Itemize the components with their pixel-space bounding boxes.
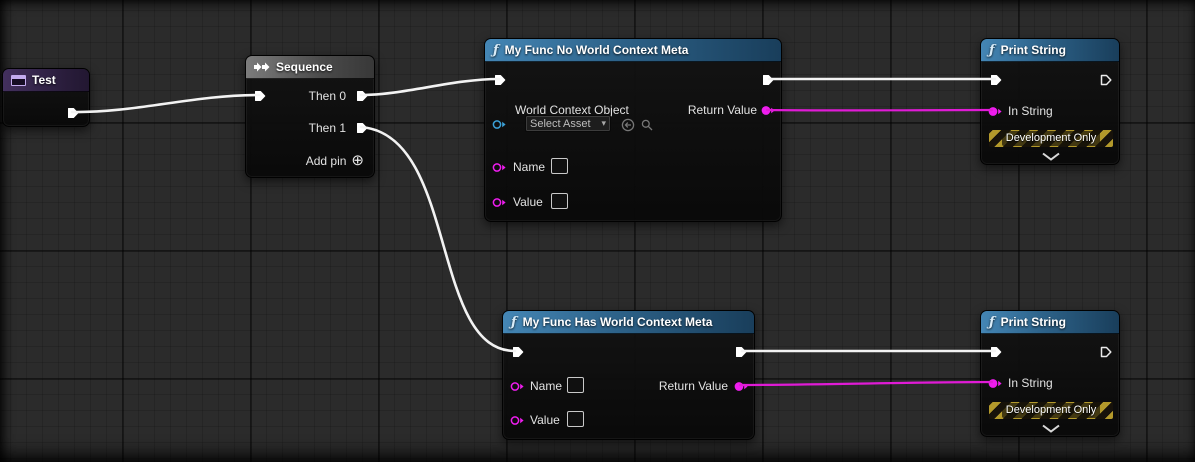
wire-exec-test-to-sequence — [70, 93, 261, 114]
node-sequence-title: Sequence — [276, 60, 333, 74]
node-sequence-header[interactable]: Sequence — [246, 56, 374, 79]
printtop-in-string-pin[interactable] — [988, 106, 1003, 117]
funchas-exec-in-pin[interactable] — [512, 346, 524, 358]
funchas-return-value-pin[interactable] — [734, 381, 749, 392]
node-test-title: Test — [32, 73, 56, 87]
add-pin-label: Add pin — [305, 153, 347, 168]
function-icon: ƒ — [493, 42, 499, 58]
funcno-value-input[interactable] — [551, 193, 568, 209]
node-test[interactable]: Test — [2, 68, 90, 127]
funchas-name-pin[interactable] — [510, 381, 525, 392]
node-func-has-world-context-title: My Func Has World Context Meta — [522, 315, 713, 329]
funcno-value-pin[interactable] — [492, 197, 507, 208]
funcno-name-input[interactable] — [551, 158, 568, 174]
node-print-string-top-title: Print String — [1000, 43, 1066, 57]
funchas-name-label: Name — [530, 379, 563, 393]
sequence-exec-in-pin[interactable] — [254, 90, 266, 102]
sequence-then1-label: Then 1 — [308, 121, 346, 135]
world-context-object-label: World Context Object — [515, 103, 629, 117]
funcno-return-value-pin[interactable] — [761, 105, 776, 116]
funcno-exec-out-pin[interactable] — [762, 74, 774, 86]
chevron-down-icon: ▾ — [601, 118, 606, 128]
funchas-name-input[interactable] — [567, 377, 584, 393]
window-icon — [11, 74, 26, 86]
funchas-value-label: Value — [530, 413, 560, 427]
select-asset-label: Select Asset — [530, 117, 591, 130]
wire-exec-then0-to-funcno — [359, 77, 501, 97]
funcno-value-label: Value — [513, 195, 543, 209]
node-print-string-bottom-header[interactable]: ƒ Print String — [981, 311, 1119, 334]
funchas-value-input[interactable] — [567, 411, 584, 427]
printtop-exec-in-pin[interactable] — [990, 74, 1002, 86]
funcno-return-value-label: Return Value — [687, 103, 757, 117]
sequence-then0-pin[interactable] — [356, 90, 368, 102]
printbottom-exec-out-pin[interactable] — [1100, 346, 1112, 358]
printbottom-exec-in-pin[interactable] — [990, 346, 1002, 358]
funcno-name-pin[interactable] — [492, 162, 507, 173]
node-func-no-world-context-title: My Func No World Context Meta — [504, 43, 689, 57]
printbottom-in-string-label: In String — [1008, 376, 1053, 390]
development-only-label: Development Only — [1001, 131, 1101, 146]
printbottom-in-string-pin[interactable] — [988, 378, 1003, 389]
funcno-exec-in-pin[interactable] — [494, 74, 506, 86]
node-func-no-world-context-header[interactable]: ƒ My Func No World Context Meta — [485, 39, 781, 62]
node-print-string-bottom-title: Print String — [1000, 315, 1066, 329]
function-icon: ƒ — [989, 314, 995, 330]
node-expand-chevron-icon[interactable] — [1041, 424, 1061, 433]
funchas-value-pin[interactable] — [510, 415, 525, 426]
add-pin-plus-icon: ⊕ — [351, 152, 364, 169]
development-only-banner: Development Only — [989, 402, 1113, 419]
wire-string-funchas-to-printbottom — [738, 380, 994, 387]
world-context-object-pin[interactable] — [492, 119, 507, 130]
test-exec-out-pin[interactable] — [67, 107, 79, 119]
node-test-header[interactable]: Test — [3, 69, 89, 92]
function-icon: ƒ — [511, 314, 517, 330]
funcno-name-label: Name — [513, 160, 546, 174]
node-sequence[interactable]: Sequence Then 0 Then 1 Add pin ⊕ — [245, 55, 375, 178]
node-func-has-world-context-header[interactable]: ƒ My Func Has World Context Meta — [503, 311, 754, 334]
sequence-add-pin-button[interactable]: Add pin ⊕ — [306, 153, 364, 168]
sequence-then0-label: Then 0 — [308, 89, 346, 103]
development-only-banner: Development Only — [989, 130, 1113, 147]
funchas-exec-out-pin[interactable] — [735, 346, 747, 358]
node-print-string-top-header[interactable]: ƒ Print String — [981, 39, 1119, 62]
node-expand-chevron-icon[interactable] — [1041, 152, 1061, 161]
sequence-icon — [254, 62, 270, 72]
function-icon: ƒ — [989, 42, 995, 58]
use-selected-asset-button[interactable] — [621, 118, 635, 132]
printtop-in-string-label: In String — [1008, 104, 1053, 118]
printtop-exec-out-pin[interactable] — [1100, 74, 1112, 86]
node-print-string-top[interactable]: ƒ Print String In String Development Onl… — [980, 38, 1120, 165]
node-func-has-world-context[interactable]: ƒ My Func Has World Context Meta Name Re… — [502, 310, 755, 440]
development-only-label: Development Only — [1001, 403, 1101, 418]
funchas-return-value-label: Return Value — [658, 379, 728, 393]
search-icon[interactable] — [640, 118, 654, 132]
sequence-then1-pin[interactable] — [356, 122, 368, 134]
node-print-string-bottom[interactable]: ƒ Print String In String Development Onl… — [980, 310, 1120, 437]
node-func-no-world-context[interactable]: ƒ My Func No World Context Meta World Co… — [484, 38, 782, 222]
select-asset-dropdown[interactable]: Select Asset ▾ — [525, 115, 611, 132]
